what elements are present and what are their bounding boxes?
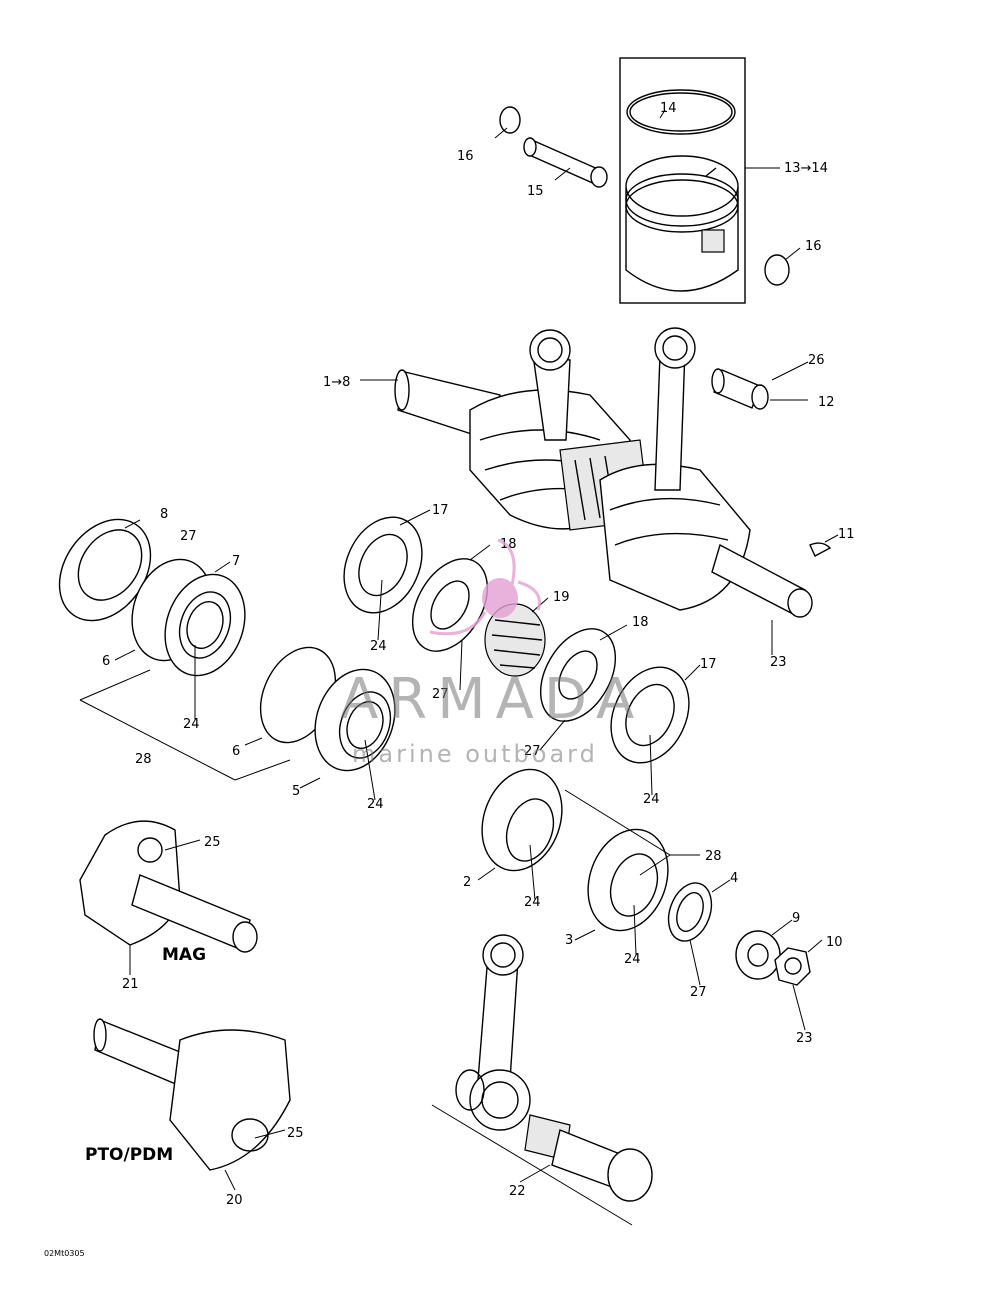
- callout-27-c: 27: [524, 744, 541, 759]
- oil-seal-4: [667, 882, 713, 942]
- callout-23-a: 23: [770, 655, 787, 670]
- crank-half-20: [93, 1018, 291, 1171]
- caption-pto-pdm: PTO/PDM: [85, 1145, 173, 1165]
- callout-17-a: 17: [432, 503, 449, 518]
- callout-2: 2: [463, 875, 471, 890]
- piston: [625, 155, 739, 292]
- circlip-right: [764, 254, 790, 286]
- callout-13-14: 13→14: [784, 161, 828, 176]
- crankshaft-assembly: [394, 327, 813, 618]
- bearing-5: [314, 668, 396, 772]
- callout-27-a: 27: [180, 529, 197, 544]
- callout-16-top: 16: [457, 149, 474, 164]
- callout-25-b: 25: [287, 1126, 304, 1141]
- callout-16-right: 16: [805, 239, 822, 254]
- leader-lines: [79, 109, 839, 1226]
- callout-9: 9: [792, 911, 800, 926]
- callout-24-c: 24: [370, 639, 387, 654]
- callout-14: 14: [660, 101, 677, 116]
- callout-24-f: 24: [624, 952, 641, 967]
- callout-21: 21: [122, 977, 139, 992]
- callout-24-d: 24: [643, 792, 660, 807]
- callout-22: 22: [509, 1184, 526, 1199]
- callout-1-8: 1→8: [323, 375, 350, 390]
- nut-10: [774, 947, 811, 986]
- callout-27-b: 27: [432, 687, 449, 702]
- callout-26: 26: [808, 353, 825, 368]
- callout-15: 15: [527, 184, 544, 199]
- callout-24-e: 24: [524, 895, 541, 910]
- callout-11: 11: [838, 527, 855, 542]
- washer-9: [735, 930, 781, 980]
- bearing-17-lower: [610, 666, 690, 764]
- callout-28-a: 28: [135, 752, 152, 767]
- callout-18-a: 18: [500, 537, 517, 552]
- callout-4: 4: [730, 871, 738, 886]
- woodruff-key-11: [809, 542, 832, 557]
- callout-10: 10: [826, 935, 843, 950]
- piston-kit-box: [619, 57, 746, 304]
- callout-8: 8: [160, 507, 168, 522]
- callout-23-b: 23: [796, 1031, 813, 1046]
- callout-6-b: 6: [232, 744, 240, 759]
- callout-12: 12: [818, 395, 835, 410]
- watermark-brand: ARMADA: [340, 667, 644, 732]
- watermark-propeller-logo: [429, 538, 541, 636]
- callout-25-a: 25: [204, 835, 221, 850]
- watermark-tagline: marine outboard: [352, 740, 598, 768]
- callout-18-b: 18: [632, 615, 649, 630]
- callout-24-a: 24: [183, 717, 200, 732]
- callout-5: 5: [292, 784, 300, 799]
- watermark: ARMADA marine outboard: [340, 538, 644, 768]
- callout-3: 3: [565, 933, 573, 948]
- figure-code: 02Mt0305: [44, 1249, 85, 1258]
- callout-17-b: 17: [700, 657, 717, 672]
- callout-27-d: 27: [690, 985, 707, 1000]
- bearing-7: [131, 558, 246, 677]
- callout-labels: 14 16 15 13→14 16 1→8 26 12 8 27 7 6 24 …: [44, 101, 855, 1258]
- crank-half-21: [79, 820, 258, 953]
- callout-24-b: 24: [367, 797, 384, 812]
- piston-assembly: [499, 57, 790, 304]
- piston-ring: [626, 89, 736, 135]
- conrod-22: [455, 934, 653, 1202]
- callout-28-b: 28: [705, 849, 722, 864]
- callout-7: 7: [232, 554, 240, 569]
- callout-19: 19: [553, 590, 570, 605]
- bearing-17-upper: [343, 516, 423, 614]
- callout-20: 20: [226, 1193, 243, 1208]
- wrist-pin: [523, 137, 608, 188]
- caption-mag: MAG: [162, 945, 206, 965]
- seal-18-lower: [539, 628, 617, 722]
- circlip-left: [499, 106, 521, 134]
- callout-6-a: 6: [102, 654, 110, 669]
- needle-bearing-12: [711, 368, 769, 410]
- bearing-2: [481, 768, 563, 872]
- bearing-3: [587, 828, 669, 932]
